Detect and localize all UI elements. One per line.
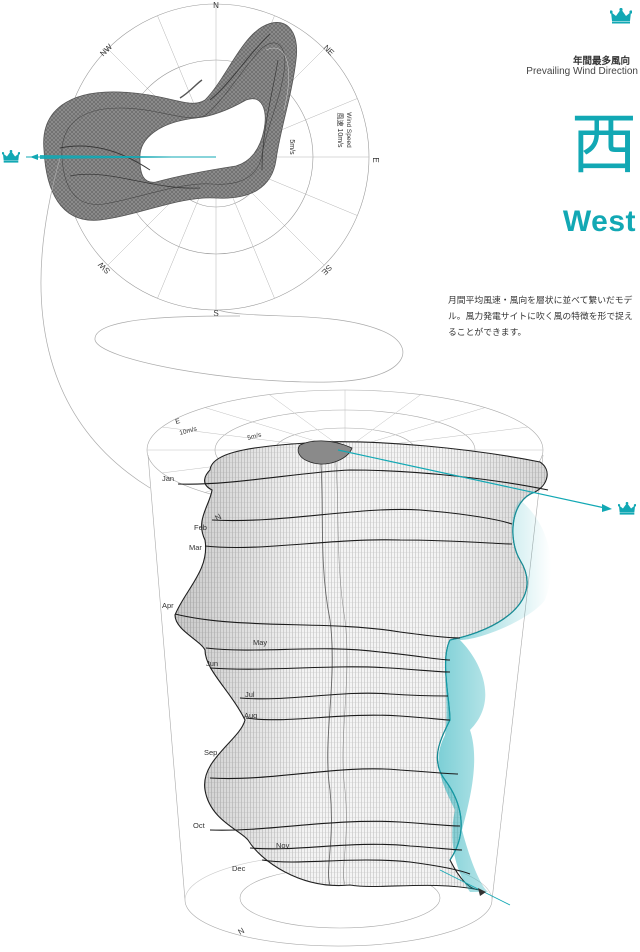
- wind-rose: N NE E SE S SW NW 5m/s 風速 10m/s Wind Spe…: [26, 1, 380, 318]
- crown-icon: [610, 8, 632, 24]
- compass-sw: SW: [96, 260, 112, 276]
- month-label: Jun: [206, 659, 219, 668]
- compass-s: S: [213, 309, 218, 318]
- month-label: Jan: [162, 474, 175, 483]
- wind-ribbon: [43, 22, 298, 221]
- compass-e: E: [371, 157, 380, 162]
- compass-n: N: [213, 1, 219, 10]
- month-label: Oct: [193, 821, 205, 830]
- month-label: Aug: [244, 711, 258, 720]
- month-label: Sep: [204, 748, 218, 757]
- crown-icon: [2, 150, 20, 163]
- prevailing-wind-glow: [438, 500, 551, 892]
- compass-se: SE: [320, 263, 334, 277]
- month-contours: [174, 469, 549, 875]
- month-label: Dec: [232, 864, 246, 873]
- direction-en: West: [562, 205, 636, 238]
- connector-curve: [40, 157, 404, 489]
- month-label: Feb: [194, 523, 207, 532]
- speed-5-label: 5m/s: [288, 139, 295, 155]
- model-spoke: [344, 394, 421, 451]
- month-label: Nov: [276, 841, 290, 850]
- speed-10-label-jp: 風速 10m/s: [336, 112, 344, 148]
- top-n-label: N: [214, 512, 224, 523]
- speed-10-label-en: Wind Speed: [345, 112, 352, 148]
- direction-kanji: 西: [571, 106, 637, 183]
- crown-icon: [618, 502, 636, 515]
- title-jp: 年間最多風向: [572, 56, 630, 67]
- month-label: Jul: [245, 690, 255, 699]
- description: 月間平均風速・風向を層状に並べて繋いだモデル。風力発電サイトに吹く風の特徴を形で…: [448, 296, 633, 338]
- top-speed-10-label: 10m/s: [179, 425, 199, 437]
- month-label: May: [253, 638, 268, 647]
- top-speed-5-label: 5m/s: [247, 431, 263, 442]
- prevailing-wind-indicator: [26, 154, 216, 160]
- month-label: Mar: [189, 543, 202, 552]
- model-spoke: [269, 394, 346, 451]
- layered-model: 10m/s 5m/s E N N: [146, 389, 612, 947]
- bottom-n-label: N: [237, 926, 247, 937]
- top-e-label: E: [175, 418, 182, 426]
- month-label: Apr: [162, 601, 174, 610]
- title-en: Prevailing Wind Direction: [526, 66, 638, 77]
- model-prevailing-arrow: [337, 449, 612, 906]
- compass-ne: NE: [322, 43, 336, 57]
- model-frame-labels: 10m/s 5m/s E N N: [175, 418, 263, 937]
